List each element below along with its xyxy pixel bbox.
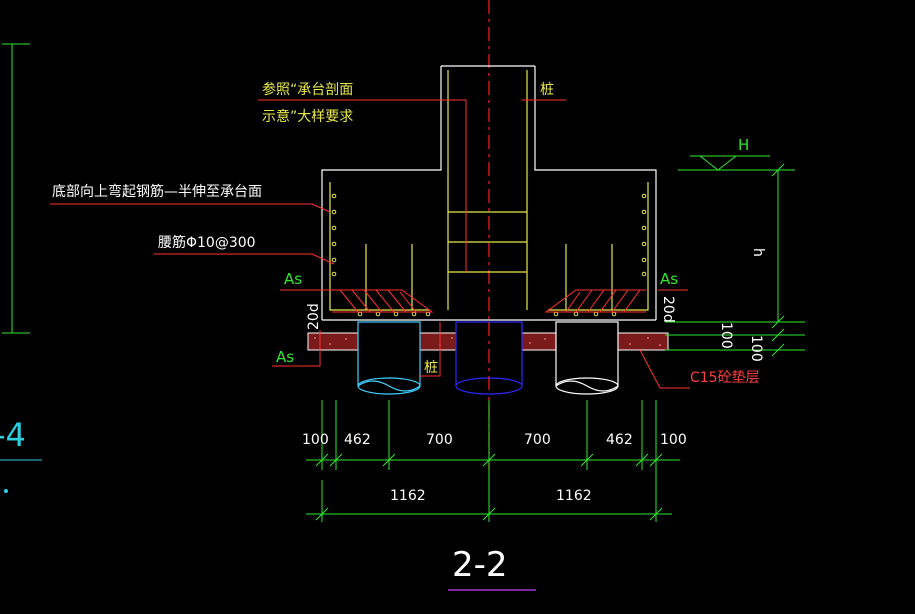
column-outline [321,65,657,321]
pile-top-label: 桩 [540,81,554,98]
dim-label: 700 [524,432,551,448]
pad-layer-label: C15砼垫层 [690,370,760,386]
dim-row2: 1162 1162 [390,488,592,504]
ref-line2: 示意”大样要求 [262,108,353,125]
level-mark-label: H [738,136,749,154]
side-dot [4,489,8,493]
leaders [50,99,690,389]
pile-mid-label: 桩 [424,359,438,376]
ref-line1: 参照“承台剖面 [262,81,353,98]
hatch-left [332,289,434,313]
as-left-bottom: As [276,348,294,366]
dim-100-a: 100 [718,322,734,349]
bottom-bar-label: 底部向上弯起钢筋—半伸至承台面 [52,183,262,200]
hatch-right [544,289,646,313]
pile-right [555,321,619,395]
dim-100-b: 100 [748,335,764,362]
pile-left [357,321,421,395]
dim-label: 1162 [556,488,592,504]
side-label: -4 [0,416,26,454]
as-right-top: As [660,270,678,288]
dimension-lines [306,400,680,522]
waist-bar-label: 腰筋Φ10@300 [158,234,256,251]
as-left-top: As [284,270,302,288]
dim-label: 462 [606,432,633,448]
20d-right: 20d [660,296,676,323]
level-mark [665,155,805,357]
dim-label: 100 [660,432,687,448]
height-h-label: h [750,248,766,257]
20d-left: 20d [306,303,322,330]
dim-label: 1162 [390,488,426,504]
section-title: 2-2 [452,545,508,585]
dim-label: 700 [426,432,453,448]
dim-label: 100 [302,432,329,448]
left-guide [2,43,30,334]
dim-label: 462 [344,432,371,448]
dim-row1: 100 462 700 700 462 100 [302,432,687,448]
column-rebar [329,70,649,311]
anchor-bars [365,244,613,310]
